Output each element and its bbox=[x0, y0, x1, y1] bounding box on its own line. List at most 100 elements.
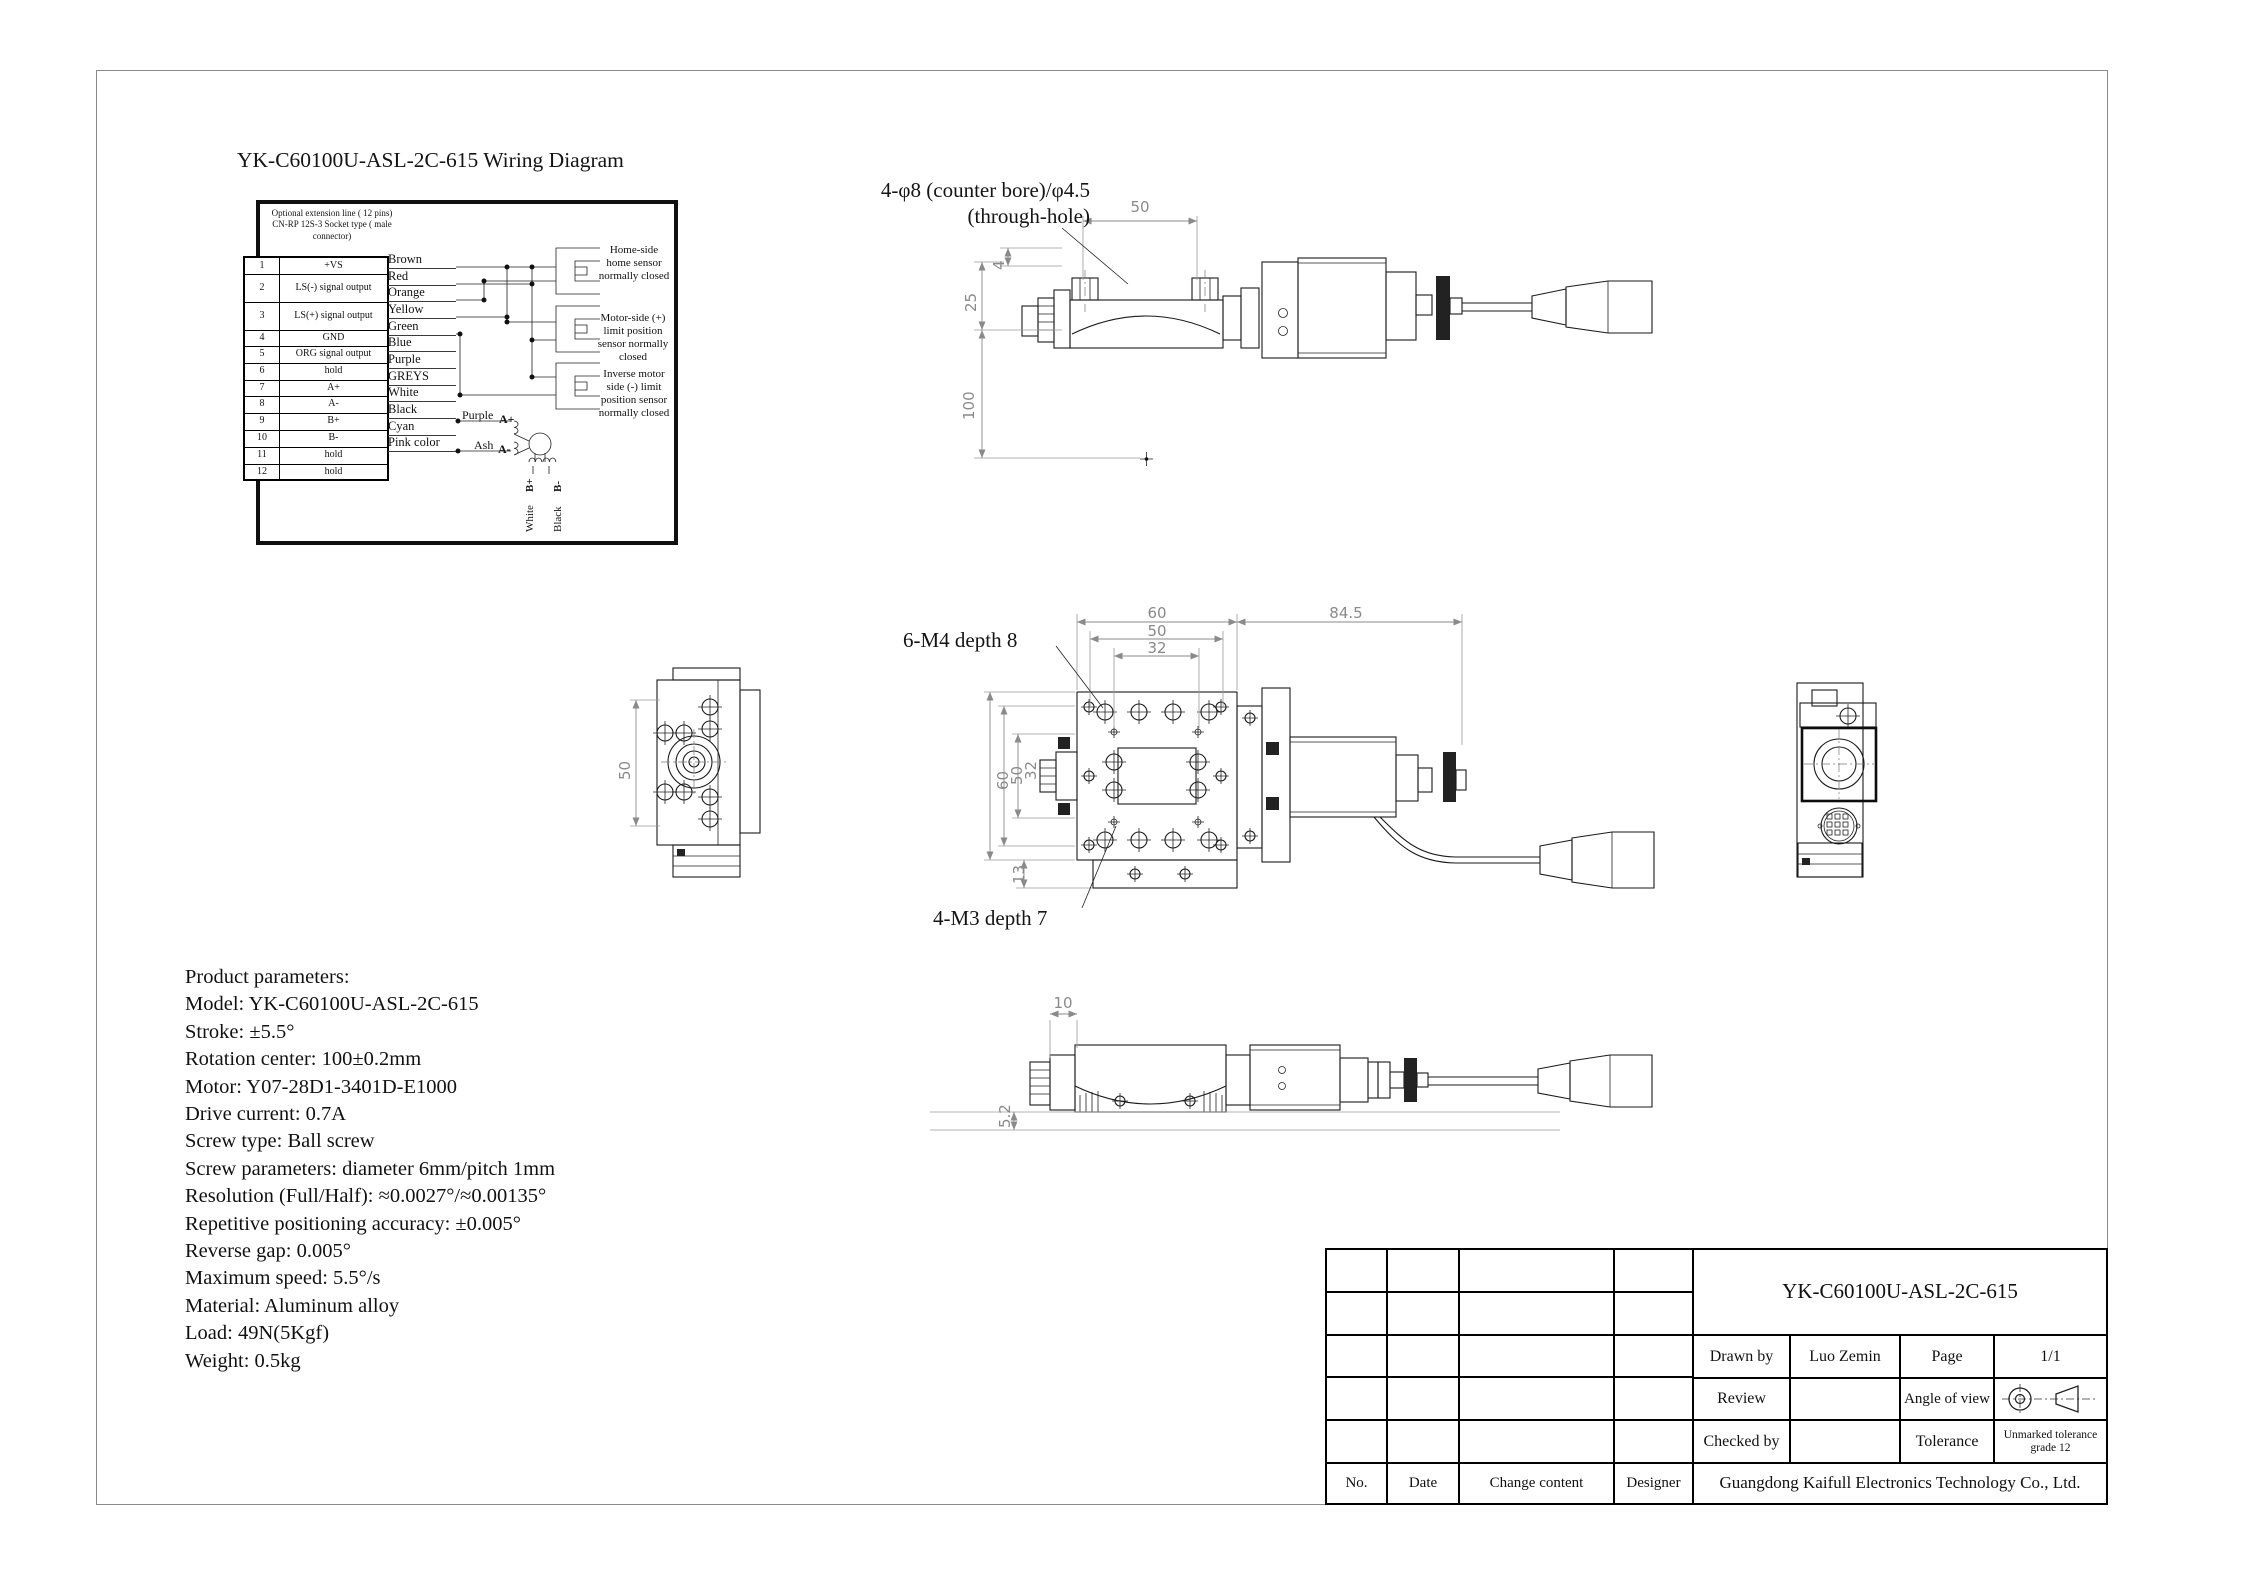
revision-cell bbox=[1459, 1249, 1614, 1292]
param-line: Resolution (Full/Half): ≈0.0027°/≈0.0013… bbox=[185, 1185, 547, 1208]
param-line: Material: Aluminum alloy bbox=[185, 1294, 400, 1317]
dim-10: 10 bbox=[1053, 994, 1073, 1012]
phase-a-plus: A+ bbox=[499, 412, 515, 426]
angle-of-view-label: Angle of view bbox=[1900, 1378, 1994, 1420]
wire-color-label: Cyan bbox=[388, 419, 456, 436]
revision-cell bbox=[1387, 1377, 1459, 1420]
stage-bottom-view-drawing bbox=[1029, 1044, 1653, 1113]
revision-cell bbox=[1387, 1249, 1459, 1292]
wiring-network bbox=[455, 247, 600, 474]
dim-32-h: 32 bbox=[1147, 639, 1167, 657]
wiring-diagram-title: YK-C60100U-ASL-2C-615 Wiring Diagram bbox=[237, 148, 624, 172]
revision-cell bbox=[1387, 1420, 1459, 1463]
company-name: Guangdong Kaifull Electronics Technology… bbox=[1693, 1463, 2107, 1504]
param-line: Motor: Y07-28D1-3401D-E1000 bbox=[185, 1075, 457, 1098]
param-line: Repetitive positioning accuracy: ±0.005° bbox=[185, 1212, 521, 1235]
sensor-label-inverse: Inverse motor side (-) limit position se… bbox=[598, 368, 670, 419]
wire-color-label: Brown bbox=[388, 252, 456, 269]
phase-b-minus-color: Black bbox=[552, 506, 564, 532]
revision-cell bbox=[1387, 1335, 1459, 1377]
revision-cell bbox=[1459, 1420, 1614, 1463]
wire-color-label: Orange bbox=[388, 285, 456, 302]
param-line: Screw type: Ball screw bbox=[185, 1130, 375, 1153]
product-parameters: Product parameters: Model: YK-C60100U-AS… bbox=[185, 964, 555, 1375]
phase-b-minus: B- bbox=[552, 481, 564, 492]
review-label: Review bbox=[1693, 1378, 1790, 1420]
checked-by-label: Checked by bbox=[1693, 1420, 1790, 1463]
title-block: No. Date Change content Designer YK-C601… bbox=[1325, 1248, 2108, 1505]
dimension-lines bbox=[630, 216, 1560, 1131]
revision-cell bbox=[1326, 1249, 1387, 1292]
wire-color-label: Red bbox=[388, 269, 456, 286]
param-line: Screw parameters: diameter 6mm/pitch 1mm bbox=[185, 1157, 556, 1180]
phase-b-plus: B+ bbox=[524, 478, 536, 492]
wire-color-label: Purple bbox=[388, 352, 456, 369]
phase-a-minus: A- bbox=[498, 442, 511, 456]
revision-cell bbox=[1614, 1249, 1693, 1292]
pin-signal: hold bbox=[279, 463, 389, 481]
wire-color-label: GREYS bbox=[388, 369, 456, 386]
page-value: 1/1 bbox=[1994, 1335, 2107, 1378]
param-line: Drive current: 0.7A bbox=[185, 1103, 347, 1126]
tolerance-value: Unmarked tolerance grade 12 bbox=[1994, 1420, 2107, 1463]
revision-cell bbox=[1326, 1377, 1387, 1420]
param-line: Load: 49N(5Kgf) bbox=[185, 1322, 330, 1345]
wire-color-label: Pink color bbox=[388, 435, 456, 452]
pin-no: 12 bbox=[243, 463, 280, 481]
hole-note-line2: (through-hole) bbox=[967, 204, 1090, 228]
revision-grid: No. Date Change content Designer bbox=[1326, 1249, 1693, 1504]
right-end-view-drawing bbox=[1796, 682, 1878, 878]
dim-32-v: 32 bbox=[1022, 760, 1040, 780]
dim-13: 13 bbox=[1010, 864, 1028, 884]
revision-cell bbox=[1387, 1292, 1459, 1335]
drawn-by-value: Luo Zemin bbox=[1790, 1335, 1900, 1378]
param-line: Reverse gap: 0.005° bbox=[185, 1240, 351, 1263]
param-line: Product parameters: bbox=[185, 966, 350, 988]
revision-cell bbox=[1326, 1335, 1387, 1377]
revision-cell bbox=[1326, 1420, 1387, 1463]
angle-of-view-symbol-cell bbox=[1994, 1378, 2107, 1420]
wiring-note: Optional extension line ( 12 pins) CN-RP… bbox=[271, 208, 393, 241]
dim-52: 5.2 bbox=[996, 1104, 1014, 1128]
param-line: Model: YK-C60100U-ASL-2C-615 bbox=[185, 993, 479, 1016]
dim-845: 84.5 bbox=[1329, 604, 1363, 622]
drawn-by-label: Drawn by bbox=[1693, 1335, 1790, 1378]
wire-color-label: White bbox=[388, 385, 456, 402]
sheet-border bbox=[96, 70, 2108, 1505]
pin-no: 3 bbox=[243, 301, 280, 331]
phase-a-plus-color: Purple bbox=[462, 408, 494, 422]
wire-color-label: Yellow bbox=[388, 302, 456, 319]
change-content-header: Change content bbox=[1459, 1463, 1614, 1504]
third-angle-projection-icon bbox=[2002, 1384, 2096, 1414]
date-header: Date bbox=[1387, 1463, 1459, 1504]
dim-25: 25 bbox=[962, 292, 980, 312]
revision-cell bbox=[1459, 1292, 1614, 1335]
revision-cell bbox=[1326, 1292, 1387, 1335]
hole-note-line1: 4-φ8 (counter bore)/φ4.5 bbox=[880, 178, 1090, 202]
no-header: No. bbox=[1326, 1463, 1387, 1504]
left-end-view-drawing bbox=[652, 667, 761, 878]
phase-a-minus-color: Ash bbox=[474, 438, 494, 452]
param-line: Stroke: ±5.5° bbox=[185, 1020, 295, 1043]
stage-side-view-drawing bbox=[1021, 257, 1653, 359]
designer-header: Designer bbox=[1614, 1463, 1693, 1504]
tolerance-label: Tolerance bbox=[1900, 1420, 1994, 1463]
checked-by-value bbox=[1790, 1420, 1900, 1463]
revision-cell bbox=[1459, 1377, 1614, 1420]
phase-b-plus-color: White bbox=[524, 505, 536, 532]
page-label: Page bbox=[1900, 1335, 1994, 1378]
revision-cell bbox=[1459, 1335, 1614, 1377]
dim-100: 100 bbox=[960, 391, 978, 420]
part-number-title: YK-C60100U-ASL-2C-615 bbox=[1693, 1249, 2107, 1335]
dim-50-top: 50 bbox=[1130, 198, 1150, 216]
label-m4-depth: 6-M4 depth 8 bbox=[903, 628, 1018, 652]
sensor-label-motor-side: Motor-side (+) limit position sensor nor… bbox=[597, 312, 669, 363]
dim-50-left: 50 bbox=[616, 760, 634, 780]
dim-50-h: 50 bbox=[1147, 622, 1167, 640]
sensor-label-home: Home-side home sensor normally closed bbox=[598, 244, 670, 282]
param-line: Weight: 0.5kg bbox=[185, 1349, 301, 1372]
label-m3-depth: 4-M3 depth 7 bbox=[933, 906, 1048, 930]
